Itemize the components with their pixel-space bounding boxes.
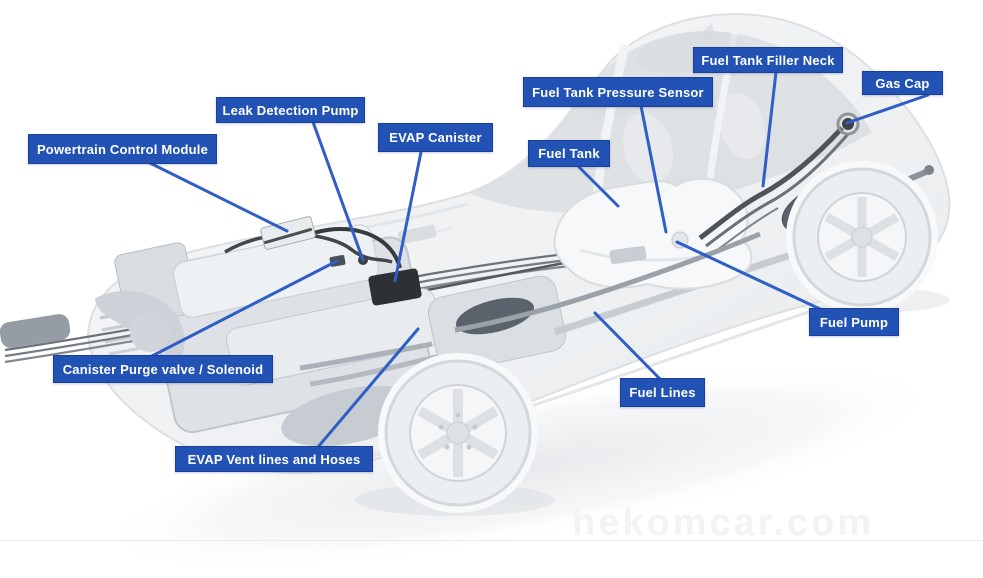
rear-wheel	[786, 161, 938, 313]
label-evap-vent-lines: EVAP Vent lines and Hoses	[175, 446, 373, 472]
label-fuel-tank: Fuel Tank	[528, 140, 610, 167]
leader-fuel-lines	[593, 311, 662, 381]
front-wheel	[378, 353, 538, 513]
label-powertrain-control-module: Powertrain Control Module	[28, 134, 217, 164]
label-canister-purge-valve: Canister Purge valve / Solenoid	[53, 355, 273, 383]
leader-gas-cap	[845, 93, 930, 125]
watermark-text: hekomcar.com	[572, 502, 875, 544]
leader-fuel-pump	[675, 240, 822, 311]
label-gas-cap: Gas Cap	[862, 71, 943, 95]
leader-fuel-tank-filler-neck	[761, 70, 778, 188]
leader-fuel-tank-pressure-sensor	[639, 104, 668, 234]
label-fuel-tank-pressure-sensor: Fuel Tank Pressure Sensor	[523, 77, 713, 107]
label-leak-detection-pump: Leak Detection Pump	[216, 97, 365, 123]
label-fuel-tank-filler-neck: Fuel Tank Filler Neck	[693, 47, 843, 73]
label-evap-canister: EVAP Canister	[378, 123, 493, 152]
engine-assembly	[95, 224, 802, 447]
greenhouse	[468, 29, 872, 214]
leader-evap-canister	[393, 150, 423, 283]
leader-leak-detection-pump	[311, 120, 365, 262]
bottom-divider	[0, 540, 983, 541]
label-fuel-lines: Fuel Lines	[620, 378, 705, 407]
pcm-module	[260, 216, 316, 250]
leader-lines	[148, 70, 930, 449]
leader-powertrain-control-module	[148, 161, 289, 233]
leader-canister-purge-valve	[150, 259, 339, 358]
leader-evap-vent-lines	[316, 327, 420, 449]
leader-fuel-tank	[576, 164, 620, 208]
label-fuel-pump: Fuel Pump	[809, 308, 899, 336]
